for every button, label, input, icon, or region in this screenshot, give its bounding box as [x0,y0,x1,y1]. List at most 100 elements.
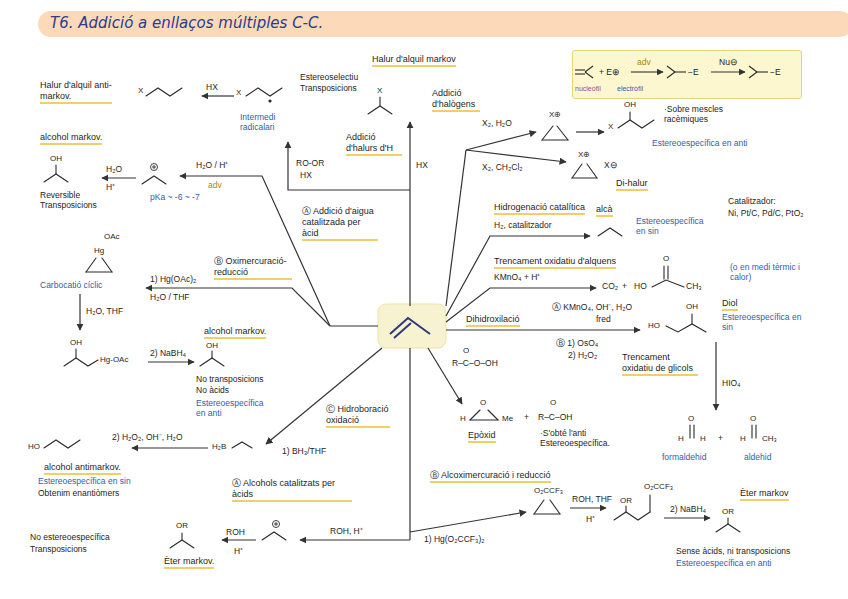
charge-signs [151,99,280,527]
bond-line [470,410,480,420]
bond-line [625,506,626,512]
note-text: pKa ~ -6 ~ -7 [150,192,200,202]
bond-line [667,66,675,72]
bond-line [368,106,392,114]
reaction-arrow [132,447,208,448]
reaction-heading: alcohol markov. [40,132,102,145]
bond-line [146,88,182,96]
note-text: Estereoespecífica en sin [636,216,706,236]
bond-line [44,174,68,182]
bond-lines [44,88,756,548]
atom-label: Hg-OAc [100,355,128,365]
note-text: Estereoselectiu [300,72,358,82]
note-text: X₂, H₂O [482,118,512,128]
note-text: ·Sobre mescles racèmiques [664,104,738,124]
reaction-arrow [146,288,330,326]
note-text: Intermedi radicalari [240,112,284,132]
note-text: Ⓐ KMnO₄, OH⁻, H₂O [552,302,632,312]
note-text: R–C–O–OH [452,358,498,368]
atom-label: O₂CCF₃ [534,486,563,496]
reaction-arrow [102,177,136,178]
bond-line [488,410,498,420]
title-banner [38,11,848,37]
reaction-heading: Trencament oxidatiu de glicols [622,352,698,376]
note-text: HIO₄ [722,378,741,388]
bond-line [663,266,664,279]
note-text: H₂O, THF [86,306,123,316]
bond-line [534,513,560,514]
atom-label: O [688,414,694,424]
note-text: (o en medi tèrmic i calor) [730,262,814,282]
reaction-heading: Ⓐ Alcohols catalitzats per àcids [232,478,352,502]
bond-line [550,500,560,514]
note-text: Carbocatió cíclic [40,280,102,290]
bond-line [572,177,597,178]
reaction-arrow [148,361,194,362]
note-text: Estereoespecífica en anti [676,558,771,568]
atom-label: H [460,414,466,424]
note-text: HX [206,82,218,92]
reaction-arrows [80,96,716,540]
note-text: ROH, H⁺ [330,526,363,536]
note-text: 1) Hg(O₂CCF₃)₂ [424,534,485,544]
bond-line [727,518,728,524]
bond-line [102,258,112,272]
bond-line [200,358,224,366]
bond-line [666,324,706,332]
note-text: Estereoespecífica en anti [196,398,266,418]
mechanism-text: adv [637,57,651,67]
note-text: aldehid [744,452,771,462]
bond-line [652,280,684,287]
reaction-arrow [466,150,566,162]
mechanism-arrow [631,71,663,72]
atom-label: OR [722,507,734,517]
reaction-arrow [222,539,256,540]
note-text: + [524,412,529,422]
note-text: 1) BH₃/THF [282,446,326,456]
note-text: X₂, CH₂Cl₂ [482,162,523,172]
note-text: 2) NaBH₄ [150,348,186,358]
note-text: H⁺ [106,182,115,192]
atom-label: O [463,346,469,356]
reaction-heading: Ⓐ Addició d'aigua catalitzada per àcid [302,206,378,241]
reaction-arrow [570,507,606,508]
note-text: Estereoespecífica en sin [722,312,802,332]
bond-line [181,533,182,540]
note-text: No transposicions [196,374,264,384]
note-text: Catalitzador: [728,196,776,206]
bond-line [693,425,694,438]
bond-line [246,88,282,96]
bond-line [55,165,56,174]
propene-skeleton [390,318,430,334]
bond-line [598,228,622,236]
atom-label: O [480,398,486,408]
note-text: adv [208,180,222,190]
propene-double-bond [394,323,411,338]
atom-label: X [236,88,241,98]
note-text: ROH [226,527,245,537]
note-text: Ni, Pt/C, Pd/C, PtO₂ [728,208,814,218]
atom-label: OH [70,338,82,348]
reaction-arrow [266,348,382,444]
note-text: RO-OR [296,158,324,168]
atom-label: OH [206,341,218,351]
reaction-arrow [202,95,234,96]
reaction-heading: Ⓑ Alcoximercuració i reducció [430,470,551,483]
reaction-arrow [576,131,604,132]
note-text: 1) Hg(OAc)₂ [150,274,196,284]
reaction-heading: Ⓑ Oximercuració-reducció [214,256,292,280]
reaction-heading: Èter markov. [164,556,214,569]
note-text: ·S'obté l'anti Estereoespecífica. [540,428,620,448]
note-text: Transposicions [300,83,357,93]
positive-charge-cross [152,165,156,169]
positive-charge-cross [274,522,278,526]
positive-charge [273,521,280,528]
bond-line [649,495,650,512]
note-text: No àcids [196,385,229,395]
bond-line [585,72,593,78]
atom-label: X [608,122,613,132]
note-text: R–C–OH [538,412,572,422]
reaction-heading: Addició d'halurs d'H [346,132,402,156]
note-text: H₂O / THF [150,292,190,302]
note-text: CH₃ [686,281,702,291]
